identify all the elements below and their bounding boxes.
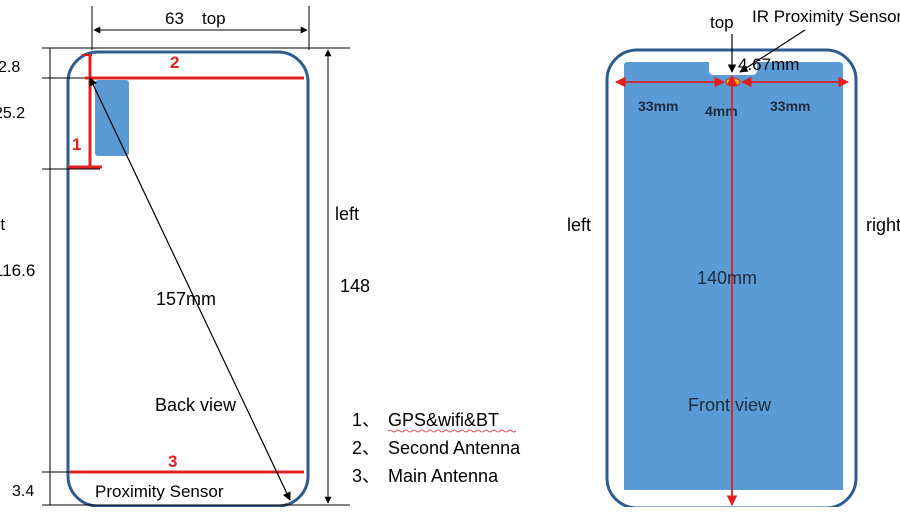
legend-item-2: Second Antenna xyxy=(388,438,521,458)
front-height-value: 140mm xyxy=(697,268,757,288)
legend-num-1: 1、 xyxy=(352,410,380,430)
legend-num-3: 3、 xyxy=(352,466,380,486)
ir-sensor-label: IR Proximity Sensor xyxy=(752,7,900,26)
back-phone-outline xyxy=(66,50,310,508)
back-view-label: Back view xyxy=(155,395,237,415)
dim-3-4: 3.4 xyxy=(12,483,34,500)
ir-sensor-pointer xyxy=(739,29,806,73)
top-side-label: top xyxy=(202,9,226,28)
front-view: top IR Proximity Sensor 4.67mm 33mm 4mm … xyxy=(567,7,900,510)
front-view-label: Front view xyxy=(688,395,772,415)
back-view: 63 top 2.8 25.2 right 116.6 3.4 left 148… xyxy=(0,6,370,508)
legend-item-3: Main Antenna xyxy=(388,466,499,486)
antenna-1-number: 1 xyxy=(72,135,81,154)
back-left-label: left xyxy=(335,204,359,224)
left-width-value: 33mm xyxy=(638,98,678,114)
height-dimension-value: 148 xyxy=(340,276,370,296)
front-top-label: top xyxy=(710,13,734,32)
antenna-legend: 1、 GPS&wifi&BT 2、 Second Antenna 3、 Main… xyxy=(352,410,521,486)
front-left-label: left xyxy=(567,215,591,235)
antenna-1-block xyxy=(95,80,129,156)
legend-item-1: GPS&wifi&BT xyxy=(388,410,499,430)
back-right-label: right xyxy=(0,215,5,234)
top-dimension-value: 63 xyxy=(165,9,184,28)
spellcheck-underline xyxy=(387,429,517,433)
diagonal-value: 157mm xyxy=(156,289,216,309)
notch-dimension: 4.67mm xyxy=(738,55,799,74)
antenna-2-number: 2 xyxy=(170,53,179,72)
proximity-sensor-label: Proximity Sensor xyxy=(95,482,224,501)
front-right-label: right xyxy=(866,215,900,235)
antenna-3-number: 3 xyxy=(168,452,177,471)
dim-2-8: 2.8 xyxy=(0,59,20,76)
ir-sensor-dot xyxy=(725,77,741,87)
dim-116-6: 116.6 xyxy=(0,261,35,280)
dim-25-2: 25.2 xyxy=(0,105,25,122)
right-width-value: 33mm xyxy=(770,98,810,114)
diagonal-line xyxy=(89,77,291,501)
legend-num-2: 2、 xyxy=(352,438,380,458)
